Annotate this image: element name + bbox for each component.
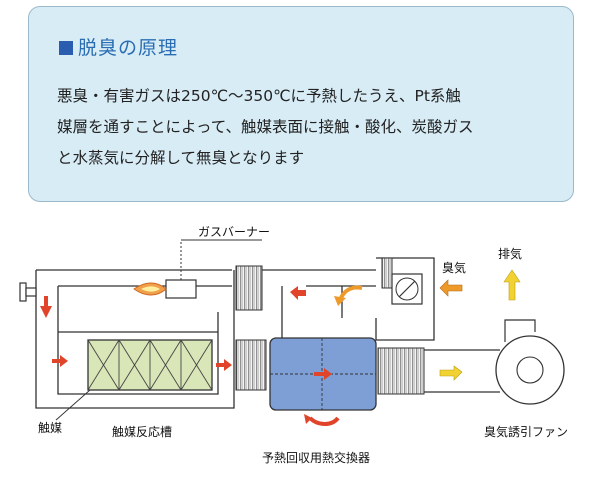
- flow-arrows-orange: [334, 269, 521, 381]
- exhaust-label: 排気: [498, 246, 522, 261]
- expansion-joint-upper: [235, 265, 263, 311]
- duct-casing: [35, 257, 435, 409]
- damper-icon: [391, 273, 423, 305]
- description-line-1: 悪臭・有害ガスは250℃～350℃に予熱したうえ、Pt系触: [57, 87, 461, 105]
- arrow-malodor-inlet: [439, 279, 463, 297]
- description-line-3: と水蒸気に分解して無臭となります: [57, 149, 305, 167]
- expansion-joint-right: [381, 257, 393, 289]
- square-bullet-icon: [59, 41, 73, 55]
- principle-title-text: 脱臭の原理: [78, 37, 179, 59]
- expansion-joint-lower: [235, 339, 267, 391]
- principle-title: 脱臭の原理: [59, 33, 178, 60]
- arrow-exhaust-up: [503, 269, 521, 301]
- catalyst-tank-label: 触媒反応槽: [112, 425, 172, 439]
- arrow-to-fan: [439, 365, 463, 381]
- induction-fan: [495, 319, 565, 405]
- arrow-curve-up: [290, 286, 306, 300]
- principle-description: 悪臭・有害ガスは250℃～350℃に予熱したうえ、Pt系触 媒層を通すことによっ…: [57, 81, 557, 174]
- fan-duct: [424, 349, 500, 393]
- principle-info-box: 脱臭の原理 悪臭・有害ガスは250℃～350℃に予熱したうえ、Pt系触 媒層を通…: [28, 6, 574, 202]
- arrow-right-entry: [52, 355, 68, 367]
- expansion-joint-outlet: [377, 347, 425, 395]
- induction-fan-label: 臭気誘引ファン: [484, 424, 568, 439]
- catalyst-bed: [87, 339, 213, 391]
- arrow-right-catalyst: [216, 359, 232, 371]
- left-inlet-valve: [19, 282, 37, 302]
- heat-exchanger-label: 予熱回収用熱交換器: [262, 450, 370, 465]
- arrow-down-left: [40, 296, 52, 318]
- arrow-curve-bottom: [308, 416, 340, 426]
- catalyst-leader-line: [55, 389, 91, 421]
- arrow-right-exchanger: [314, 368, 332, 380]
- burner-body: [165, 279, 197, 299]
- catalyst-label: 触媒: [38, 421, 62, 435]
- flow-arrows-red: [40, 286, 340, 426]
- malodor-label: 臭気: [442, 260, 466, 275]
- gas-burner: [133, 239, 262, 299]
- description-line-2: 媒層を通すことによって、触媒表面に接触・酸化、炭酸ガス: [57, 118, 474, 136]
- gas-burner-label: ガスバーナー: [198, 225, 270, 239]
